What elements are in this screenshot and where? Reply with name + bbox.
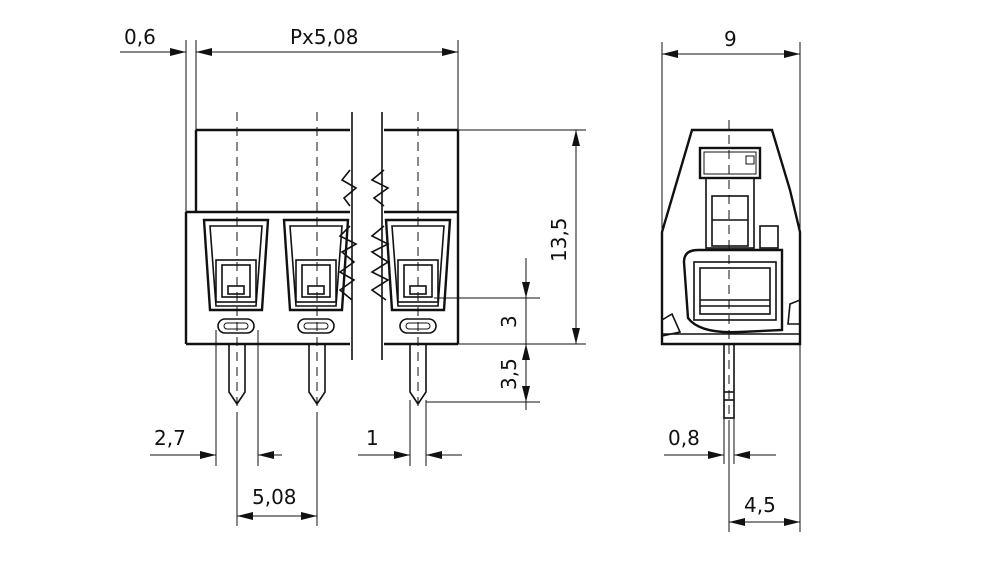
dim-label-0-6: 0,6 <box>124 25 156 49</box>
dim-width-9 <box>661 42 801 232</box>
dim-label-3: 3 <box>497 315 521 328</box>
dim-pin-1 <box>358 400 462 466</box>
front-clamp-3 <box>384 218 452 334</box>
dim-label-9: 9 <box>724 27 737 51</box>
front-center-lines <box>236 112 419 412</box>
dim-label-4-5: 4,5 <box>744 493 776 517</box>
dim-pin-0-8 <box>664 418 776 464</box>
dim-label-5-08: 5,08 <box>252 485 297 509</box>
dim-label-13-5: 13,5 <box>547 217 571 262</box>
dim-label-2-7: 2,7 <box>154 426 186 450</box>
dim-label-pitch-px: Px5,08 <box>290 25 358 49</box>
dim-pitch-5-08 <box>236 412 318 526</box>
front-body-lower <box>184 210 460 346</box>
dim-offset-2-7 <box>150 330 282 466</box>
front-pins <box>228 344 427 406</box>
dim-height-3-and-3-5 <box>426 258 540 410</box>
front-body-upper <box>194 128 460 212</box>
dim-top-front <box>120 40 459 212</box>
side-view <box>660 120 802 424</box>
dim-label-0-8: 0,8 <box>668 426 700 450</box>
dim-label-3-5: 3,5 <box>497 358 521 390</box>
front-view <box>184 112 460 412</box>
dim-offset-4-5 <box>728 344 801 532</box>
dim-label-1: 1 <box>366 426 379 450</box>
front-clamp-2 <box>282 218 350 334</box>
front-clamp-1 <box>202 218 270 334</box>
